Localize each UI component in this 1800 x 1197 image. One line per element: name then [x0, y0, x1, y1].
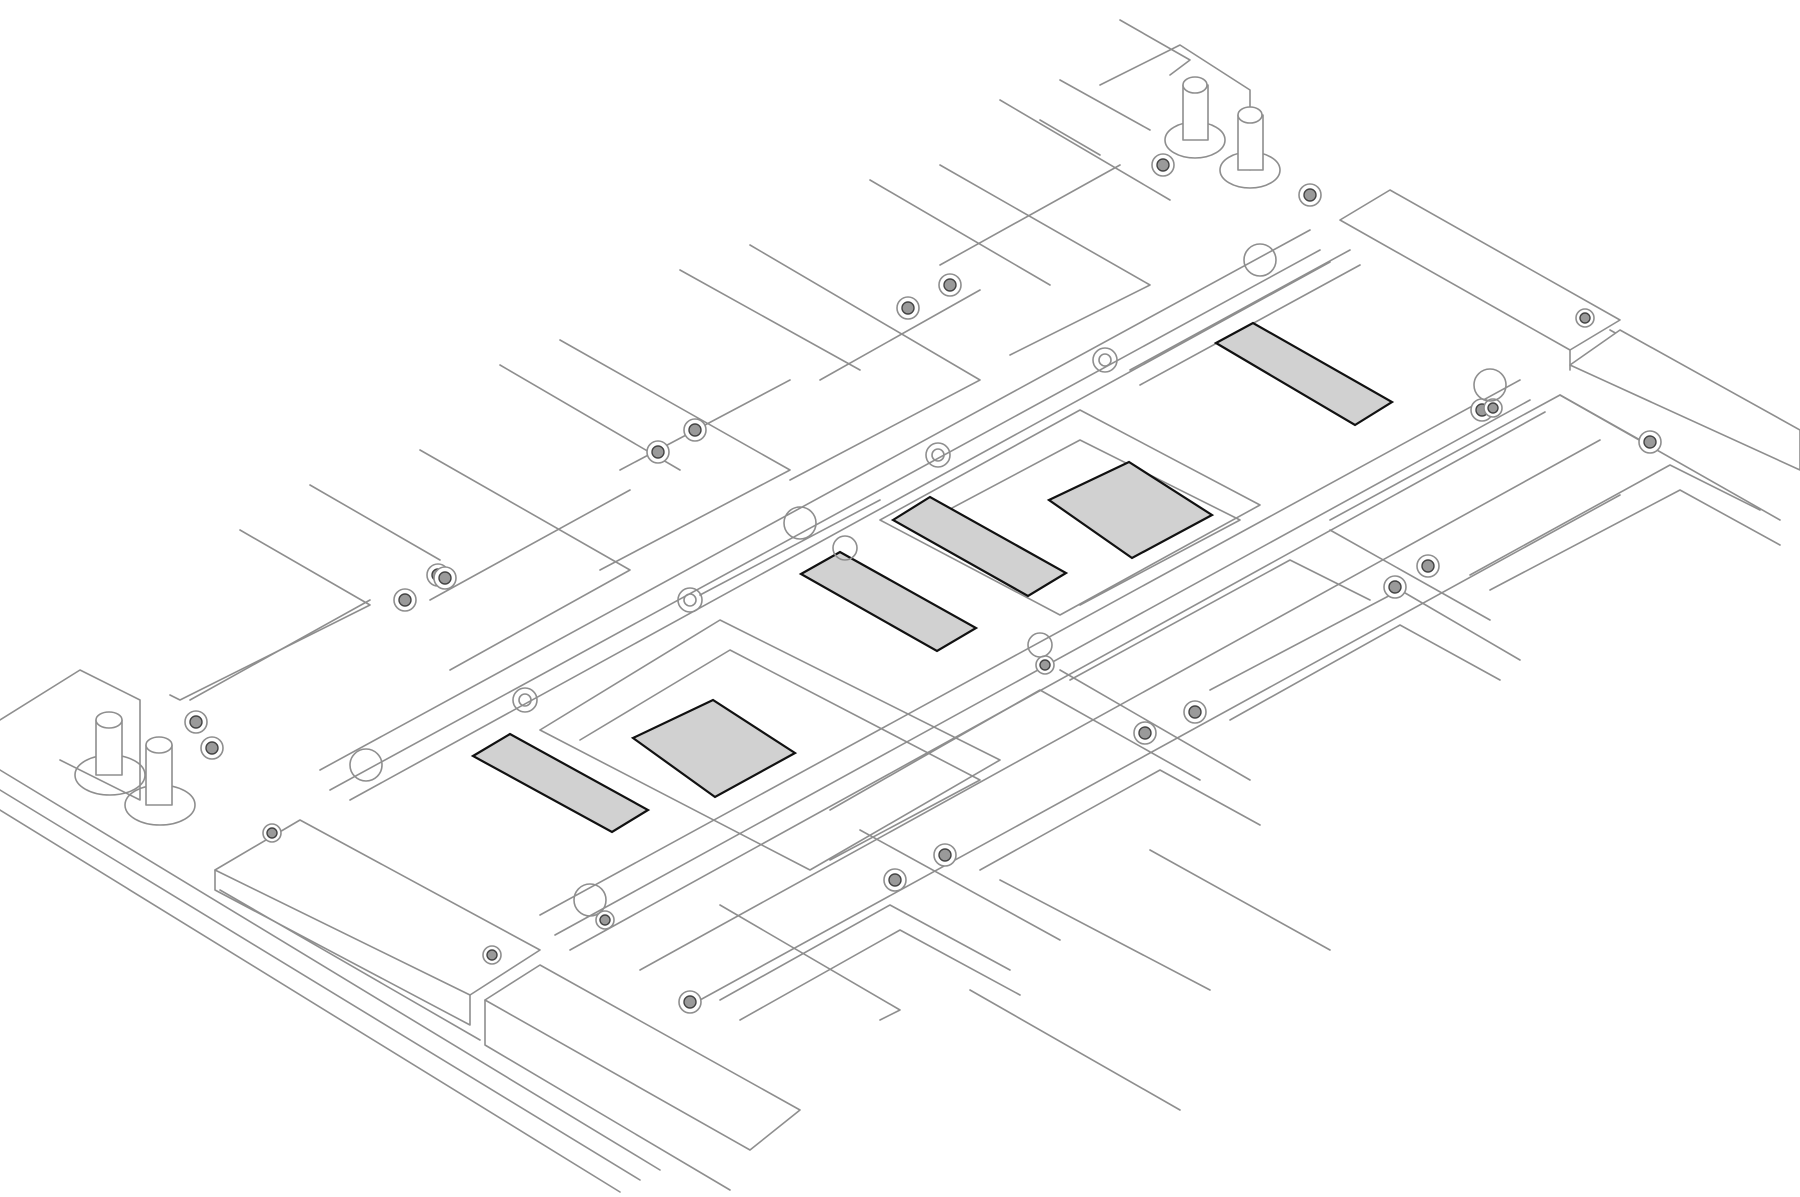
screw-icon [482, 945, 502, 965]
screw-icon [1035, 655, 1055, 675]
mounting-holes [349, 243, 1507, 917]
screw-icon [883, 868, 907, 892]
end-blocks [214, 189, 1800, 1191]
guide-pin-icon [145, 736, 173, 806]
lower-module-slots [719, 329, 1781, 1111]
screw-icon [896, 296, 920, 320]
screw-icon [1575, 308, 1595, 328]
screw-icon [646, 440, 670, 464]
screw-icon [393, 588, 417, 612]
screw-icon [1133, 721, 1157, 745]
thermal-pads [470, 321, 1395, 834]
screw-icon [1483, 398, 1503, 418]
screw-icon [1383, 575, 1407, 599]
guide-pin-icon [95, 711, 123, 776]
thermal-pad-icon [1213, 321, 1395, 427]
thermal-pad-icon [630, 698, 798, 799]
screw-icon [933, 843, 957, 867]
screw-icon [678, 990, 702, 1014]
screw-icon [1183, 700, 1207, 724]
upper-module-slots [169, 19, 1191, 701]
screw-icon [262, 823, 282, 843]
screw-icon [683, 418, 707, 442]
right-guide-pin-assembly [1099, 44, 1281, 189]
screw-icon [938, 273, 962, 297]
thermal-pad-icon [890, 495, 1069, 598]
cold-plate-spine [319, 229, 1621, 1001]
screw-icon [184, 710, 208, 734]
left-guide-pin-assembly [0, 669, 196, 826]
thermal-pad-icon [798, 550, 979, 653]
screw-icon [1298, 183, 1322, 207]
screw-icon [1151, 153, 1175, 177]
screws [184, 153, 1662, 1014]
screw-icon [433, 566, 457, 590]
screw-icon [1416, 554, 1440, 578]
screw-icon [200, 736, 224, 760]
thermal-pad-icon [1046, 460, 1215, 560]
guide-pin-icon [1237, 106, 1264, 171]
thermal-pad-icon [470, 732, 651, 834]
guide-pin-icon [1182, 76, 1209, 141]
screw-icon [1638, 430, 1662, 454]
screw-icon [595, 910, 615, 930]
